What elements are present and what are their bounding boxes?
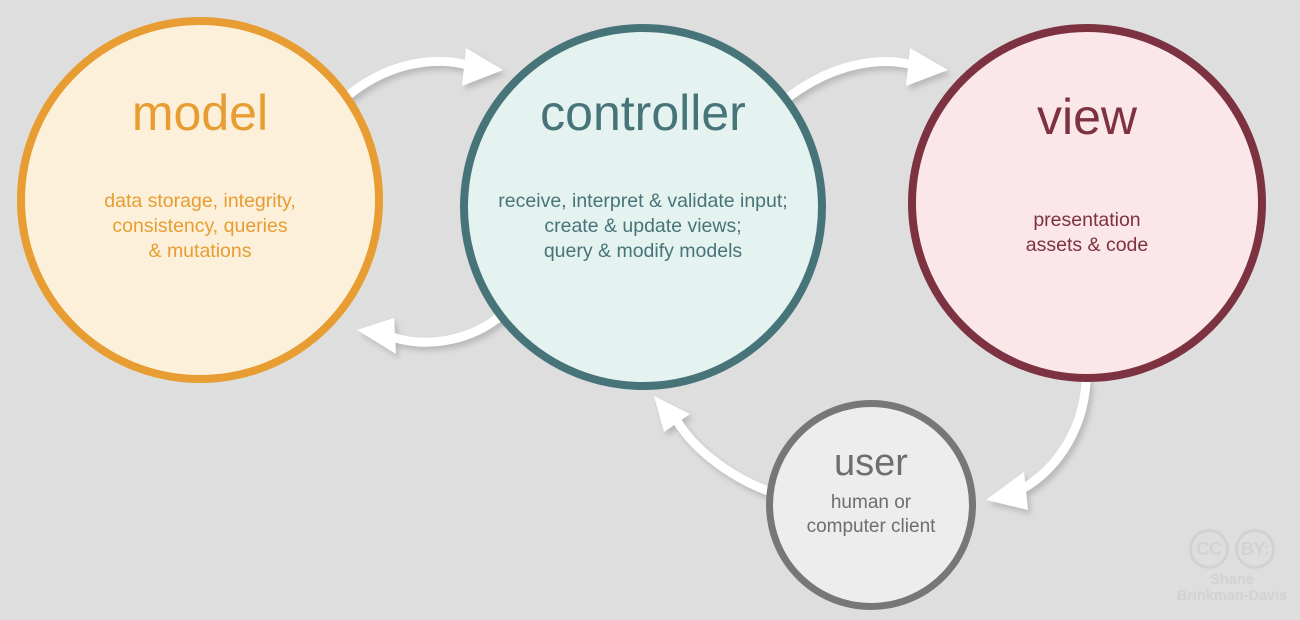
author-attribution: Shane Brinkman-Davis — [1176, 572, 1288, 605]
node-controller-body: receive, interpret & validate input; cre… — [498, 190, 788, 262]
node-model[interactable]: model data storage, integrity, consisten… — [17, 17, 383, 383]
arrow-controller-to-model — [357, 307, 510, 354]
arrow-controller-to-view — [785, 48, 948, 101]
node-user-body: human or computer client — [806, 492, 936, 538]
attribution-by-icon: BY: — [1235, 529, 1275, 569]
arrow-user-to-controller — [654, 396, 789, 501]
node-controller[interactable]: controller receive, interpret & validate… — [460, 24, 826, 390]
node-model-title: model — [131, 85, 269, 141]
node-view-body: presentation assets & code — [1025, 209, 1149, 256]
node-model-body: data storage, integrity, consistency, qu… — [104, 190, 296, 262]
node-user[interactable]: user human or computer client — [766, 400, 976, 610]
node-view-title: view — [1036, 89, 1138, 145]
node-view[interactable]: view presentation assets & code — [908, 24, 1266, 382]
node-user-title: user — [834, 442, 908, 484]
arrow-view-to-user — [986, 377, 1091, 510]
license-marks: CC BY: — [1176, 529, 1288, 569]
arrow-model-to-controller — [340, 48, 503, 103]
node-controller-title: controller — [540, 85, 746, 141]
creative-commons-badge[interactable]: CC BY: Shane Brinkman-Davis — [1176, 529, 1288, 604]
creative-commons-icon: CC — [1189, 529, 1229, 569]
